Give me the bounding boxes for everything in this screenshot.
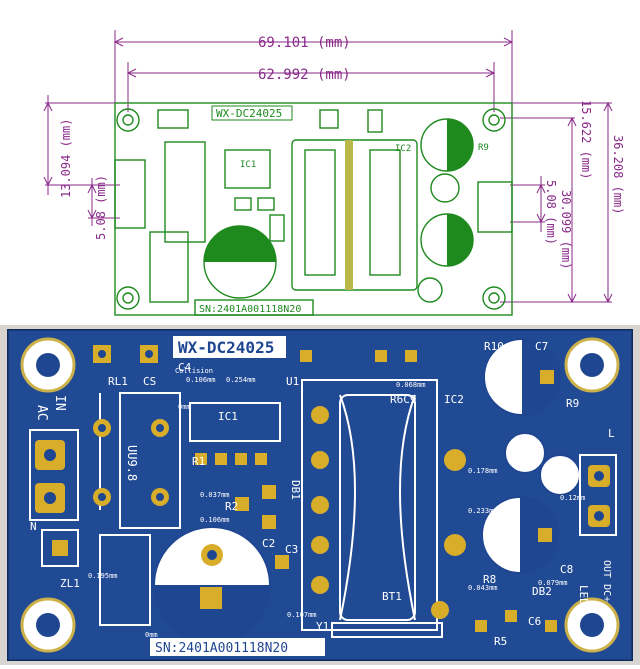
label-ic1: IC1: [218, 410, 238, 423]
label-c8: C8: [560, 563, 573, 576]
pcb-render: WX-DC24025 SN:2401A001118N20 RL1 CS C4 U…: [0, 325, 640, 665]
annot-a7: 0.106mm: [200, 516, 230, 524]
serial-label-box: [150, 638, 325, 656]
mount-hole-tl: [20, 337, 76, 393]
label-r9: R9: [566, 397, 579, 410]
dim-right-height: 30.099 (mm): [559, 190, 573, 269]
top-r9-label: R9: [478, 143, 489, 153]
label-out: OUT DC+: [601, 560, 612, 602]
label-n: N: [30, 520, 37, 533]
top-ic2-label: IC2: [395, 144, 411, 154]
label-c2: C2: [262, 537, 275, 550]
annot-a6: 0.037mm: [200, 491, 230, 499]
mount-hole-tr: [564, 337, 620, 393]
dim-left-conn-pitch: 5.08 (mm): [94, 175, 108, 240]
transformer-bt1: [301, 379, 466, 631]
label-c4: C4: [178, 361, 192, 374]
serial-label: SN:2401A001118N20: [155, 641, 288, 656]
silk-labels: RL1 CS C4 U1 IC1 DB1 R6C9 IC2 R10 C7 R9 …: [30, 340, 615, 648]
label-uu98: UU9.8: [125, 445, 139, 481]
mount-hole-br: [564, 597, 620, 653]
annot-a4: 0.178mm: [468, 467, 498, 475]
dim-right-top-offset: 15.622 (mm): [579, 100, 593, 179]
label-u1: U1: [286, 375, 299, 388]
label-ac: AC: [34, 405, 49, 421]
annot-a8: 0.195mm: [88, 572, 118, 580]
model-label: WX-DC24025: [178, 338, 274, 357]
ic1-chip: [189, 402, 281, 465]
label-r10: R10: [484, 340, 504, 353]
annot-a5: 0.233mm: [468, 507, 498, 515]
annot-a11: 0.079mm: [538, 579, 568, 587]
annot-a9: 0.107mm: [287, 611, 317, 619]
dc-output-connector: [579, 454, 617, 536]
model-label-box: [173, 336, 286, 358]
mount-hole-bl: [20, 597, 76, 653]
silkscreen-fills: [204, 119, 473, 290]
capacitor-c3-left: [153, 526, 271, 644]
ac-input-connector: [29, 429, 79, 521]
dim-right-conn-pitch: 5.08 (mm): [544, 180, 558, 245]
label-r2: R2: [225, 500, 238, 513]
label-r1: R1: [192, 455, 205, 468]
label-db1: DB1: [289, 480, 302, 500]
label-ic2: IC2: [444, 393, 464, 406]
dimension-drawing-svg: 69.101 (mm) 62.992 (mm) 13.094 (mm) 5.08…: [43, 30, 640, 327]
label-c7: C7: [535, 340, 548, 353]
annot-a2: 0.254mm: [226, 376, 256, 384]
annot-a1: 0.106mm: [186, 376, 216, 384]
capacitor-c7: [483, 338, 561, 416]
label-r6c9: R6C9: [390, 393, 417, 406]
label-c6: C6: [528, 615, 541, 628]
annot-collision: Collision: [175, 367, 213, 375]
dim-height-total: 36.208 (mm): [611, 135, 625, 214]
mounting-holes: [20, 337, 620, 653]
label-db2: DB2: [532, 585, 552, 598]
annot-a13: 0mm: [145, 631, 158, 639]
annot-a14: 0mm: [178, 403, 191, 411]
annot-a12: 0.12mm: [560, 494, 585, 502]
pcb-render-svg: WX-DC24025 SN:2401A001118N20 RL1 CS C4 U…: [7, 329, 633, 661]
dim-left-hole-y: 13.094 (mm): [59, 119, 73, 198]
dimension-lines: [43, 30, 640, 327]
label-bt1: BT1: [382, 590, 402, 603]
label-y1: Y1: [316, 620, 329, 633]
measure-annotations: 0.106mm 0.254mm 0.068mm 0.178mm 0.233mm …: [88, 367, 585, 639]
top-model-label: WX-DC24025: [216, 107, 282, 120]
label-r5: R5: [494, 635, 507, 648]
label-cs: CS: [143, 375, 156, 388]
small-pads: [235, 350, 557, 638]
dimension-drawing: 69.101 (mm) 62.992 (mm) 13.094 (mm) 5.08…: [0, 0, 640, 327]
label-r8: R8: [483, 573, 496, 586]
top-labels: WX-DC24025 SN:2401A001118N20 IC1 IC2 R9: [199, 105, 489, 315]
annot-a10: 0.043mm: [468, 584, 498, 592]
label-c3: C3: [285, 543, 298, 556]
annot-a3: 0.068mm: [396, 381, 426, 389]
top-serial-label: SN:2401A001118N20: [199, 304, 301, 315]
label-in: IN: [52, 395, 67, 411]
capacitor-right-small: [504, 432, 581, 496]
label-zl1: ZL1: [60, 577, 80, 590]
top-ic1-label: IC1: [240, 160, 256, 170]
relay-pads: [93, 345, 169, 506]
label-l: L: [608, 427, 615, 440]
capacitor-c8: [481, 496, 559, 574]
dim-width-total: 69.101 (mm): [258, 35, 351, 51]
zl1-component: [41, 529, 151, 626]
dim-width-holes: 62.992 (mm): [258, 67, 351, 83]
label-rl1: RL1: [108, 375, 128, 388]
label-led: LED: [577, 585, 590, 605]
